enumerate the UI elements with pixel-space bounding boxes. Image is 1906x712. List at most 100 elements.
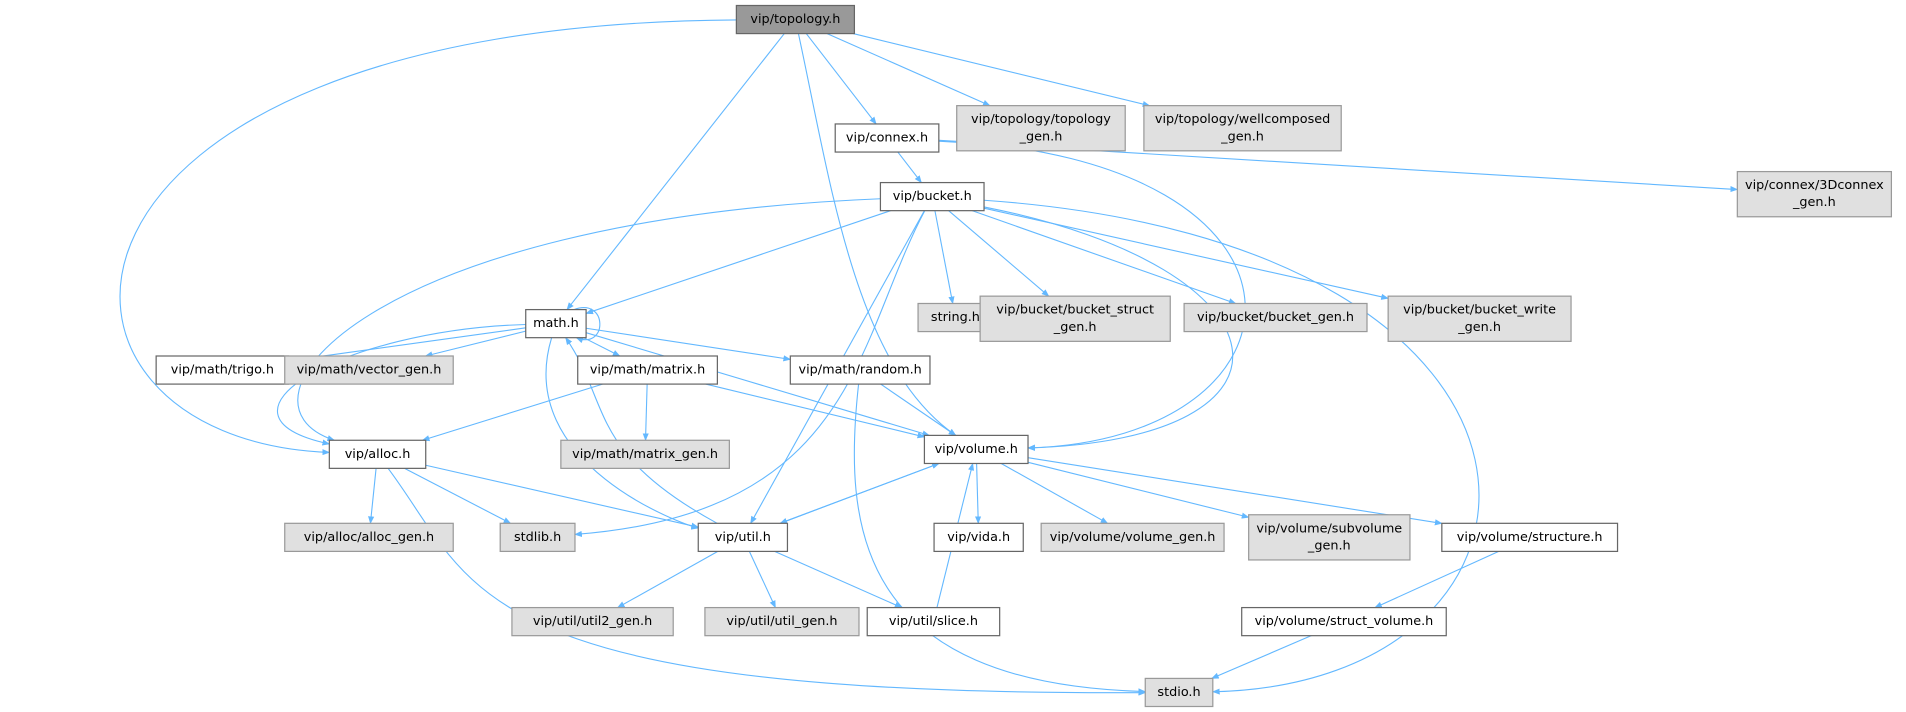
node-util-gen[interactable]: vip/util/util_gen.h bbox=[704, 606, 860, 637]
node-box bbox=[284, 355, 454, 385]
node-box bbox=[923, 434, 1029, 465]
node-random[interactable]: vip/math/random.h bbox=[789, 355, 931, 385]
node-bucket-struct[interactable]: vip/bucket/bucket_struct _gen.h bbox=[979, 295, 1171, 342]
edge-topology-to-volume bbox=[797, 33, 957, 436]
node-label: vip/math/random.h bbox=[798, 363, 921, 378]
node-label: vip/topology/topology bbox=[971, 112, 1111, 127]
node-label: vip/bucket/bucket_struct bbox=[996, 303, 1154, 318]
node-util[interactable]: vip/util.h bbox=[697, 522, 789, 553]
node-label: vip/volume/subvolume bbox=[1256, 521, 1402, 536]
node-wellcomposed[interactable]: vip/topology/wellcomposed_gen.h bbox=[1143, 105, 1342, 152]
edge-util-to-slice bbox=[774, 550, 903, 609]
node-alloc[interactable]: vip/alloc.h bbox=[328, 439, 427, 469]
edge-alloc-to-stdlib bbox=[404, 467, 512, 524]
edge-connex-to-volume bbox=[938, 139, 1246, 451]
node-label: vip/alloc/alloc_gen.h bbox=[304, 530, 434, 545]
node-label: vip/math/vector_gen.h bbox=[297, 363, 442, 378]
node-box bbox=[1143, 105, 1342, 152]
node-bucket[interactable]: vip/bucket.h bbox=[879, 181, 985, 212]
edge-volume-to-vida bbox=[974, 463, 982, 525]
node-volume-gen[interactable]: vip/volume/volume_gen.h bbox=[1040, 522, 1225, 553]
node-label: vip/bucket/bucket_write bbox=[1403, 303, 1556, 318]
node-label: _gen.h bbox=[1053, 320, 1097, 335]
edge-connex-to-bucket bbox=[897, 151, 922, 184]
node-util2-gen[interactable]: vip/util/util2_gen.h bbox=[511, 606, 674, 637]
edge-math-to-random bbox=[586, 327, 792, 362]
node-label: vip/alloc.h bbox=[345, 447, 411, 462]
node-matrix-gen[interactable]: vip/math/matrix_gen.h bbox=[560, 439, 730, 469]
node-bucket-gen[interactable]: vip/bucket/bucket_gen.h bbox=[1183, 302, 1368, 333]
node-box bbox=[979, 295, 1171, 342]
node-box bbox=[933, 522, 1024, 553]
node-vida[interactable]: vip/vida.h bbox=[933, 522, 1024, 553]
node-topology-gen[interactable]: vip/topology/topology _gen.h bbox=[956, 105, 1126, 152]
node-box bbox=[879, 181, 985, 212]
edge-matrix-to-matrix_gen bbox=[642, 384, 649, 442]
node-label: vip/connex.h bbox=[846, 131, 928, 146]
node-label: vip/util/util2_gen.h bbox=[533, 614, 652, 629]
edge-math-to-matrix bbox=[583, 337, 621, 357]
node-box bbox=[1248, 514, 1411, 561]
edges bbox=[119, 19, 1739, 696]
edge-volume-to-volume_gen bbox=[1000, 462, 1109, 524]
node-trigo[interactable]: vip/math/trigo.h bbox=[155, 355, 290, 385]
node-label: vip/volume/struct_volume.h bbox=[1255, 614, 1434, 629]
node-label: vip/util.h bbox=[715, 530, 771, 545]
node-label: vip/vida.h bbox=[947, 530, 1010, 545]
edge-alloc-to-util bbox=[425, 464, 700, 529]
node-math[interactable]: math.h bbox=[525, 308, 587, 339]
node-box bbox=[1736, 170, 1893, 218]
node-bucket-write[interactable]: vip/bucket/bucket_write _gen.h bbox=[1387, 295, 1572, 342]
node-connex[interactable]: vip/connex.h bbox=[834, 123, 940, 153]
node-connex3d[interactable]: vip/connex/3Dconnex _gen.h bbox=[1736, 170, 1893, 218]
edge-bucket-to-bucket_write bbox=[983, 207, 1389, 300]
edge-topology-to-alloc bbox=[119, 19, 737, 456]
node-slice[interactable]: vip/util/slice.h bbox=[866, 606, 1001, 637]
node-struct-volume[interactable]: vip/volume/struct_volume.h bbox=[1241, 606, 1447, 637]
edge-bucket-to-string bbox=[934, 210, 955, 305]
edge-struct_volume-to-stdio bbox=[1211, 635, 1312, 679]
node-stdio[interactable]: stdio.h bbox=[1144, 677, 1214, 708]
node-box bbox=[834, 123, 940, 153]
node-matrix[interactable]: vip/math/matrix.h bbox=[577, 355, 718, 385]
node-topology[interactable]: vip/topology.h bbox=[735, 4, 856, 35]
edge-math-to-trigo bbox=[287, 327, 526, 363]
edge-topology-to-math bbox=[566, 33, 785, 311]
nodes: vip/topology.h vip/connex.h vip/topology/t… bbox=[155, 4, 1893, 708]
node-vector-gen[interactable]: vip/math/vector_gen.h bbox=[284, 355, 454, 385]
edge-random-to-stdio bbox=[853, 384, 1147, 695]
node-subvolume[interactable]: vip/volume/subvolume _gen.h bbox=[1248, 514, 1411, 561]
edge-bucket-to-stdio bbox=[983, 199, 1480, 695]
node-box bbox=[1183, 302, 1368, 333]
node-structure[interactable]: vip/volume/structure.h bbox=[1441, 522, 1619, 553]
edge-bucket-to-math bbox=[585, 210, 891, 315]
edge-alloc-to-stdio bbox=[387, 468, 1147, 696]
node-label: vip/bucket.h bbox=[893, 189, 972, 204]
edge-math-to-math bbox=[573, 307, 601, 344]
node-label: _gen.h bbox=[1457, 320, 1501, 335]
edge-bucket-to-volume bbox=[983, 206, 1234, 451]
edge-util-to-util2_gen bbox=[616, 550, 719, 609]
node-volume[interactable]: vip/volume.h bbox=[923, 434, 1029, 465]
node-label: _gen.h bbox=[1307, 538, 1351, 553]
edge-math-to-vector_gen bbox=[424, 330, 526, 358]
edge-volume-to-structure bbox=[1027, 457, 1443, 526]
node-stdlib[interactable]: stdlib.h bbox=[499, 522, 576, 553]
node-box bbox=[704, 606, 860, 637]
node-box bbox=[1387, 295, 1572, 342]
node-box bbox=[525, 308, 587, 339]
edge-bucket-to-alloc bbox=[297, 198, 881, 442]
edge-matrix-to-volume bbox=[705, 383, 926, 439]
node-alloc-gen[interactable]: vip/alloc/alloc_gen.h bbox=[284, 522, 454, 553]
node-label: string.h bbox=[931, 310, 980, 325]
edge-bucket-to-bucket_struct bbox=[948, 210, 1050, 297]
edge-util-to-util_gen bbox=[748, 551, 776, 609]
node-label: _gen.h bbox=[1019, 129, 1063, 144]
node-label: vip/connex/3Dconnex bbox=[1745, 178, 1884, 193]
node-label: _gen.h bbox=[1792, 195, 1836, 210]
node-label: vip/topology/wellcomposed bbox=[1155, 112, 1330, 127]
node-box bbox=[956, 105, 1126, 152]
edge-topology-to-wellcomposed bbox=[853, 33, 1151, 107]
node-label: stdio.h bbox=[1157, 685, 1200, 700]
node-box bbox=[577, 355, 718, 385]
